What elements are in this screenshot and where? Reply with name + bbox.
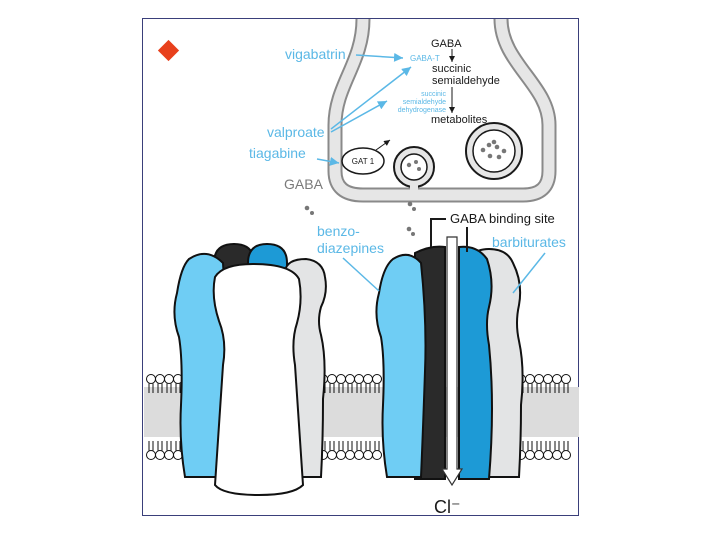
gaba-a-receptor-right bbox=[375, 236, 524, 487]
succinic-semialdehyde-line1: succinic bbox=[432, 63, 472, 75]
gaba-synapse-diagram: GAT 1 GABA GABA-T succinic semialdehyde … bbox=[144, 18, 579, 517]
gaba-t-label: GABA-T bbox=[410, 54, 440, 63]
vigabatrin-label: vigabatrin bbox=[285, 46, 346, 62]
red-diamond-icon bbox=[157, 39, 180, 62]
benzodiazepines-line2: diazepines bbox=[317, 240, 384, 256]
valproate-label: valproate bbox=[267, 124, 325, 140]
down-arrow-icon bbox=[440, 236, 464, 487]
ssadh-line3: dehydrogenase bbox=[398, 107, 446, 114]
transporter-label: GAT 1 bbox=[352, 157, 375, 166]
lipid-bilayer bbox=[146, 374, 571, 460]
tiagabine-label: tiagabine bbox=[249, 145, 306, 161]
ssadh-line2: semialdehyde bbox=[403, 99, 446, 106]
fusing-vesicle bbox=[393, 146, 435, 199]
gat1-transporter: GAT 1 bbox=[341, 147, 385, 175]
binding-site-label: GABA binding site bbox=[450, 211, 555, 226]
presynaptic-terminal bbox=[327, 18, 557, 203]
synaptic-vesicle bbox=[465, 122, 523, 180]
gaba-a-receptor-left bbox=[173, 242, 327, 497]
metabolites-label: metabolites bbox=[431, 114, 488, 126]
chloride-ion-label: Cl⁻ bbox=[434, 497, 461, 517]
succinic-semialdehyde-line2: semialdehyde bbox=[432, 75, 500, 87]
barbiturates-label: barbiturates bbox=[492, 234, 566, 250]
slide-frame: GAT 1 GABA GABA-T succinic semialdehyde … bbox=[142, 18, 579, 517]
ssadh-line1: succinic bbox=[421, 91, 446, 98]
pathway-gaba: GABA bbox=[431, 38, 462, 50]
extracellular-gaba-label: GABA bbox=[284, 176, 324, 192]
benzodiazepines-line1: benzo- bbox=[317, 223, 360, 239]
